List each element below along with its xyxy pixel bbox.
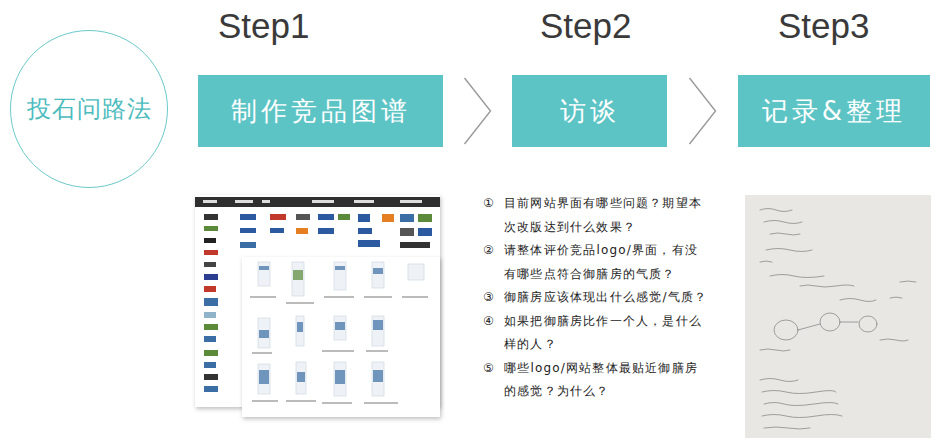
question-text: 目前网站界面有哪些问题？期望本次改版达到什么效果？ bbox=[504, 192, 708, 239]
callout-number: ③ bbox=[483, 286, 504, 310]
question-text: 御膳房应该体现出什么感觉/气质？ bbox=[504, 286, 708, 310]
question-row: ①目前网站界面有哪些问题？期望本次改版达到什么效果？ bbox=[483, 192, 713, 239]
question-row: ⑤哪些logo/网站整体最贴近御膳房的感觉？为什么？ bbox=[483, 357, 713, 404]
step-heading: Step1 bbox=[218, 6, 309, 46]
notes-photo bbox=[745, 195, 931, 438]
node-text: 投石问路法 bbox=[27, 93, 152, 125]
node-text: 访谈 bbox=[560, 94, 620, 129]
callout-number: ② bbox=[483, 239, 504, 263]
step-heading: Step3 bbox=[778, 6, 869, 46]
chevron-arrow bbox=[465, 78, 491, 144]
method-circle: 投石问路法 bbox=[10, 30, 168, 188]
step-box: 制作竞品图谱 bbox=[198, 75, 443, 147]
question-text: 哪些logo/网站整体最贴近御膳房的感觉？为什么？ bbox=[504, 357, 708, 404]
node-text: 制作竞品图谱 bbox=[231, 94, 411, 129]
step-heading: Step2 bbox=[540, 6, 631, 46]
question-list: ①目前网站界面有哪些问题？期望本次改版达到什么效果？②请整体评价竞品logo/界… bbox=[483, 192, 713, 404]
callout-number: ④ bbox=[483, 310, 504, 334]
question-row: ③御膳房应该体现出什么感觉/气质？ bbox=[483, 286, 713, 310]
question-text: 如果把御膳房比作一个人，是什么样的人？ bbox=[504, 310, 708, 357]
chevron-line bbox=[465, 78, 491, 144]
step-box: 访谈 bbox=[512, 75, 667, 147]
question-row: ②请整体评价竞品logo/界面，有没有哪些点符合御膳房的气质？ bbox=[483, 239, 713, 286]
chevron-arrow bbox=[690, 78, 716, 144]
callout-number: ① bbox=[483, 192, 504, 216]
node-text: 记录&整理 bbox=[762, 94, 906, 129]
question-text: 请整体评价竞品logo/界面，有没有哪些点符合御膳房的气质？ bbox=[504, 239, 708, 286]
step-box: 记录&整理 bbox=[738, 75, 930, 147]
chevron-line bbox=[690, 78, 716, 144]
app-screens-screenshot bbox=[242, 257, 440, 417]
callout-number: ⑤ bbox=[483, 357, 504, 381]
question-row: ④如果把御膳房比作一个人，是什么样的人？ bbox=[483, 310, 713, 357]
